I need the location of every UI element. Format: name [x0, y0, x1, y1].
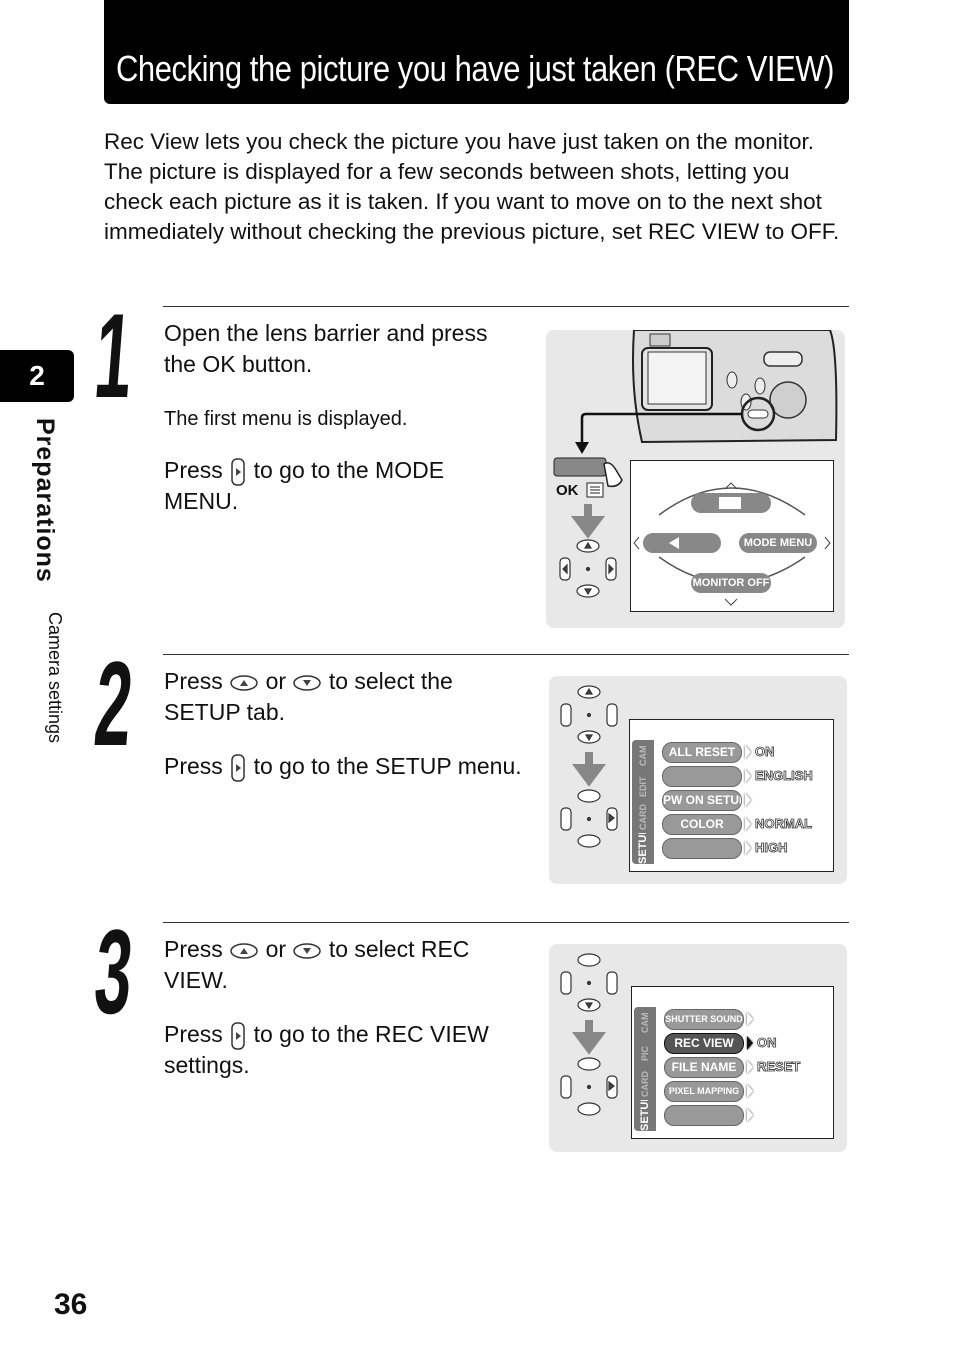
step-divider: [163, 306, 849, 307]
menu-tab: CARD: [638, 804, 648, 831]
chevron-right-icon: [747, 1084, 753, 1098]
intro-paragraph: Rec View lets you check the picture you …: [104, 129, 840, 244]
menu-item-value: ON: [755, 744, 775, 760]
step-divider: [163, 922, 849, 923]
illustration-panel: SETUP CARD PIC CAM SHUTTER SOUND REC VIEW ON FI…: [549, 944, 847, 1152]
step-action-text: to go to the REC VIEW settings.: [164, 1021, 489, 1078]
page-number: 36: [54, 1288, 88, 1321]
press-word: Press: [164, 936, 223, 962]
illustration-panel: OK MODE MENU MONITOR OFF: [546, 330, 845, 628]
menu-item: SHUTTER SOUND: [664, 1009, 744, 1030]
chevron-right-icon: [747, 1060, 753, 1074]
press-word: Press: [164, 753, 223, 779]
menu-item: [662, 766, 742, 787]
step-note: The first menu is displayed.: [164, 408, 408, 430]
menu-item: PW ON SETUP: [662, 790, 742, 811]
up-button-icon: [230, 675, 258, 691]
mode-menu-label: MODE MENU: [743, 537, 813, 549]
arrow-pad-icon: [559, 539, 617, 598]
step-number: 2: [90, 637, 138, 771]
step-number: 1: [90, 289, 138, 423]
illustration-panel: SETUP CARD EDIT CAM ALL RESET ON ENGLISH PW ON …: [549, 676, 847, 884]
menu-list: SETUP CARD PIC CAM SHUTTER SOUND REC VIEW ON FI…: [632, 987, 833, 1138]
menu-tab-strip: [634, 1007, 656, 1131]
press-word: Press: [164, 668, 223, 694]
press-word: Press: [164, 1021, 223, 1047]
menu-list: SETUP CARD EDIT CAM ALL RESET ON ENGLISH PW ON …: [630, 720, 833, 871]
step-instruction: Press to go to the REC VIEW settings.: [164, 1019, 524, 1081]
chevron-right-icon: [747, 1108, 753, 1122]
chevron-right-icon: [745, 841, 751, 855]
menu-tab: CAM: [640, 1012, 650, 1033]
chapter-title: Preparations: [31, 418, 59, 583]
menu-item: FILE NAME: [664, 1057, 744, 1078]
menu-tab: CAM: [638, 745, 648, 766]
step-action-text: to go to the MODE MENU.: [164, 457, 445, 514]
chevron-right-icon: [745, 793, 751, 807]
menu-tab: SETUP: [639, 1100, 651, 1131]
menu-item: PIXEL MAPPING: [664, 1081, 744, 1102]
page-title: Checking the picture you have just taken…: [116, 48, 835, 89]
step-action-text: to go to the SETUP menu.: [253, 753, 522, 779]
step-action-text: to select the SETUP tab.: [164, 668, 453, 725]
menu-tab: CARD: [640, 1071, 650, 1098]
chevron-right-icon: [745, 817, 751, 831]
ok-label: OK: [556, 482, 579, 499]
chevron-right-icon: [747, 1012, 753, 1026]
menu-item: [664, 1105, 744, 1126]
right-button-icon: [231, 1022, 245, 1050]
menu-tab: SETUP: [637, 833, 649, 864]
arrow-pad-sequence: [560, 953, 618, 1116]
menu-item: ALL RESET: [662, 742, 742, 763]
step-instruction: Press or to select the SETUP tab.: [164, 666, 524, 728]
chapter-tab: 2: [0, 350, 74, 402]
monitor-screen: MODE MENU MONITOR OFF: [630, 460, 834, 612]
step-number: 3: [90, 905, 138, 1039]
chapter-subtitle: Camera settings: [45, 612, 65, 744]
menu-item-value: ENGLISH: [755, 768, 814, 784]
chevron-right-icon: [747, 1036, 753, 1050]
menu-tab-strip: [632, 740, 654, 864]
menu-item-value: ON: [757, 1035, 777, 1051]
menu-item: COLOR: [662, 814, 742, 835]
title-bar: Checking the picture you have just taken…: [104, 0, 849, 104]
menu-item: REC VIEW: [664, 1033, 744, 1054]
down-button-icon: [293, 675, 322, 691]
menu-item: [662, 838, 742, 859]
right-button-icon: [231, 458, 245, 486]
or-word: or: [265, 936, 287, 962]
up-button-icon: [230, 943, 258, 959]
step-instruction: Press to go to the MODE MENU.: [164, 455, 524, 517]
step-instruction: Press to go to the SETUP menu.: [164, 751, 524, 782]
camera-back-illustration: [553, 330, 838, 598]
menu-item-value: RESET: [757, 1059, 801, 1075]
step-instruction: Press or to select REC VIEW.: [164, 934, 524, 996]
menu-item-value: NORMAL: [755, 816, 813, 832]
monitor-off-label: MONITOR OFF: [692, 577, 770, 589]
rec-view-menu-screen: SETUP CARD PIC CAM SHUTTER SOUND REC VIEW ON FI…: [631, 986, 834, 1139]
right-button-icon: [231, 754, 245, 782]
menu-tab: PIC: [640, 1046, 650, 1062]
or-word: or: [265, 668, 287, 694]
chevron-right-icon: [745, 745, 751, 759]
step-action-text: to select REC VIEW.: [164, 936, 470, 993]
menu-icon: [586, 482, 604, 498]
arrow-pad-sequence: [560, 685, 618, 848]
step-divider: [163, 654, 849, 655]
setup-menu-screen: SETUP CARD EDIT CAM ALL RESET ON ENGLISH PW ON …: [629, 719, 834, 872]
chevron-right-icon: [745, 769, 751, 783]
down-button-icon: [293, 943, 322, 959]
menu-tab: EDIT: [638, 776, 648, 797]
step-instruction: Open the lens barrier and press the OK b…: [164, 320, 488, 377]
press-word: Press: [164, 457, 223, 483]
menu-item-value: HIGH: [755, 840, 788, 856]
